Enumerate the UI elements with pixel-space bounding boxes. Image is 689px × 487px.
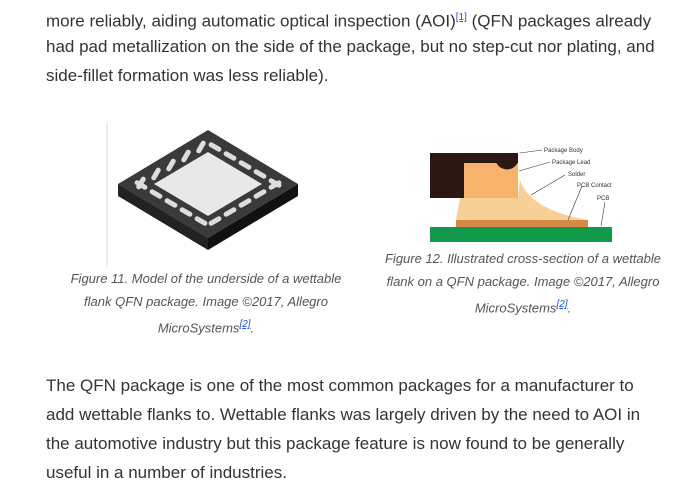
ref-link-3[interactable]: [2] bbox=[556, 299, 568, 310]
label-pcb-contact: PCB Contact bbox=[577, 183, 612, 189]
body-paragraph: The QFN package is one of the most commo… bbox=[46, 371, 686, 487]
label-pcb: PCB bbox=[597, 196, 609, 202]
lead-pad bbox=[181, 149, 191, 163]
lead-pad bbox=[253, 189, 267, 199]
text: (QFN packages already bbox=[466, 11, 652, 31]
text: MicroSystems bbox=[157, 320, 240, 336]
text: . bbox=[567, 300, 572, 316]
text: side-fillet formation was less reliable)… bbox=[46, 66, 329, 85]
text: Figure 12. Illustrated cross-section of … bbox=[384, 251, 662, 266]
text: flank QFN package. Image ©2017, Allegro bbox=[84, 294, 328, 309]
ref-link-1[interactable]: [1] bbox=[455, 12, 467, 23]
text: had pad metallization on the side of the… bbox=[46, 37, 655, 56]
lead-pad bbox=[223, 207, 237, 217]
lead-pad bbox=[196, 140, 206, 154]
lead-pad bbox=[149, 189, 163, 199]
qfn-package-image: (function(){const g=document.getElementB… bbox=[118, 130, 298, 250]
lead-pad bbox=[164, 198, 178, 208]
text: add wettable flanks to. Wettable flanks … bbox=[46, 405, 641, 424]
text: . bbox=[250, 320, 255, 336]
lead-pad bbox=[151, 167, 161, 181]
figure-12-caption: Figure 12. Illustrated cross-section of … bbox=[368, 247, 678, 319]
label-solder: Solder bbox=[568, 172, 585, 178]
lead-pad bbox=[194, 216, 208, 226]
figure-11-caption: Figure 11. Model of the underside of a w… bbox=[56, 267, 356, 339]
text: useful in a number of industries. bbox=[46, 463, 287, 482]
lead-pad bbox=[238, 198, 252, 208]
lead-pad bbox=[166, 158, 176, 172]
lead-pad bbox=[238, 160, 252, 170]
ref-link-2[interactable]: [2] bbox=[239, 319, 251, 330]
lead-pad bbox=[253, 169, 267, 179]
lead-pad bbox=[208, 216, 222, 226]
lead-pad bbox=[179, 207, 193, 217]
lead-pad bbox=[268, 178, 282, 188]
text: flank on a QFN package. Image ©2017, All… bbox=[386, 274, 660, 289]
divider bbox=[106, 122, 108, 267]
lead-pad bbox=[223, 151, 237, 161]
cross-section-diagram: Package Body Package Lead Solder PCB Con… bbox=[430, 148, 612, 242]
lead-pad bbox=[208, 142, 222, 152]
lead-pad bbox=[136, 176, 146, 190]
label-package-body: Package Body bbox=[544, 148, 583, 154]
intro-paragraph: more reliably, aiding automatic optical … bbox=[46, 3, 686, 90]
text: MicroSystems bbox=[474, 300, 557, 316]
text: Figure 11. Model of the underside of a w… bbox=[70, 271, 342, 286]
text: more reliably, aiding automatic optical … bbox=[46, 11, 456, 31]
text: The QFN package is one of the most commo… bbox=[46, 376, 634, 395]
text: the automotive industry but this package… bbox=[46, 434, 625, 453]
label-package-lead: Package Lead bbox=[552, 160, 590, 166]
